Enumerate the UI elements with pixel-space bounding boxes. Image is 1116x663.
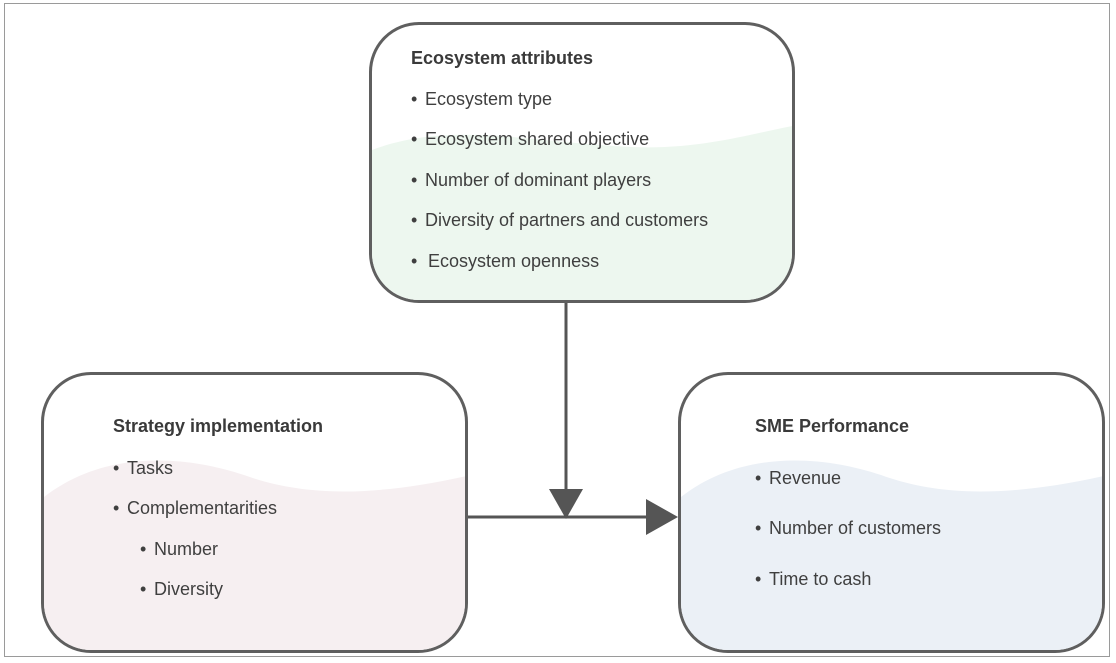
performance-item-label: Time to cash xyxy=(769,569,872,589)
attribute-item-label: Ecosystem openness xyxy=(428,251,600,271)
strategy-subitem-label: Diversity xyxy=(154,579,224,599)
bullet: • xyxy=(113,498,120,518)
bullet: • xyxy=(411,251,418,271)
attribute-item-label: Number of dominant players xyxy=(425,170,652,190)
ecosystem-attributes-box: Ecosystem attributes • Ecosystem type • Ec… xyxy=(369,22,795,303)
performance-item: • Number of customers xyxy=(755,518,941,539)
bullet: • xyxy=(755,569,762,589)
attribute-item-label: Ecosystem shared objective xyxy=(425,129,650,149)
bullet: • xyxy=(411,210,418,230)
ecosystem-attributes-title: Ecosystem attributes xyxy=(411,48,594,68)
strategy-subitem-label: Number xyxy=(154,539,219,559)
attribute-item-label: Ecosystem type xyxy=(425,89,553,109)
performance-item: • Revenue xyxy=(755,468,841,489)
bullet: • xyxy=(411,89,418,109)
attributes-background-wave xyxy=(372,126,792,300)
strategy-implementation-box: Strategy implementation • Tasks • Compleme… xyxy=(41,372,468,653)
bullet: • xyxy=(140,579,147,599)
bullet: • xyxy=(411,129,418,149)
performance-item-label: Revenue xyxy=(769,468,842,488)
bullet: • xyxy=(140,539,147,559)
attribute-item: • Ecosystem openness xyxy=(411,251,599,272)
attribute-item: • Number of dominant players xyxy=(411,170,651,191)
bullet: • xyxy=(755,468,762,488)
strategy-subitem: • Diversity xyxy=(140,579,223,600)
strategy-item: • Tasks xyxy=(113,458,173,479)
bullet: • xyxy=(113,458,120,478)
performance-arrowhead xyxy=(646,499,678,535)
strategy-item: • Complementarities xyxy=(113,498,277,519)
bullet: • xyxy=(411,170,418,190)
performance-background-wave xyxy=(681,460,1102,650)
performance-item-label: Number of customers xyxy=(769,518,942,538)
attribute-item: • Ecosystem shared objective xyxy=(411,129,649,150)
attributes-arrowhead xyxy=(549,489,583,519)
sme-performance-title: SME Performance xyxy=(755,416,910,436)
strategy-subitem: • Number xyxy=(140,539,218,560)
strategy-item-label: Complementarities xyxy=(127,498,278,518)
strategy-item-label: Tasks xyxy=(127,458,174,478)
performance-item: • Time to cash xyxy=(755,569,871,590)
strategy-background-wave xyxy=(44,460,465,650)
attribute-item-label: Diversity of partners and customers xyxy=(425,210,709,230)
bullet: • xyxy=(755,518,762,538)
sme-performance-box: SME Performance • Revenue • Number of cust… xyxy=(678,372,1105,653)
strategy-implementation-title: Strategy implementation xyxy=(113,416,324,436)
attribute-item: • Ecosystem type xyxy=(411,89,552,110)
attribute-item: • Diversity of partners and customers xyxy=(411,210,708,231)
